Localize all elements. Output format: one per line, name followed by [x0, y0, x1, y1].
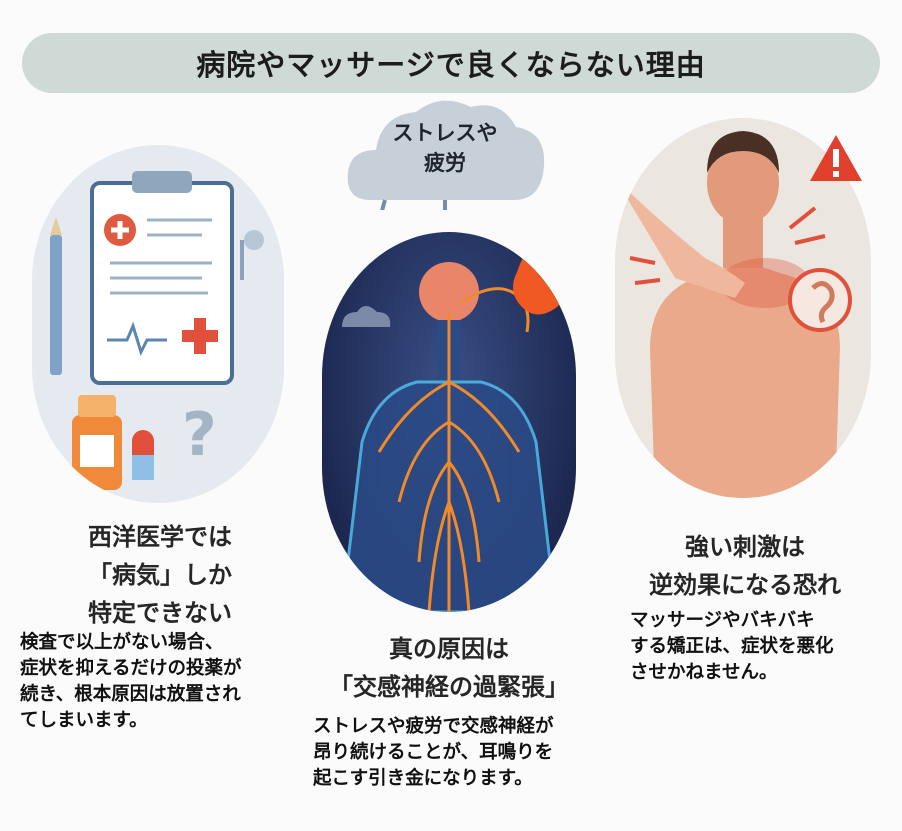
middle-body: ストレスや疲労で交感神経が 昂り続けることが、耳鳴りを 起こす引き金になります。 — [313, 714, 554, 792]
left-heading-line: 「病気」しか — [88, 561, 232, 589]
left-body: 検査で以上がない場合、 症状を抑えるだけの投薬が 続き、根本原因は放置され てし… — [20, 630, 241, 734]
middle-heading-line: 真の原因は — [389, 635, 509, 663]
middle-heading-line: 「交感神経の過緊張」 — [329, 673, 569, 701]
right-body-line: マッサージやバキバキ — [630, 610, 815, 631]
warning-icon — [810, 135, 862, 181]
back-massage-icon — [615, 131, 852, 498]
left-body-line: てしまいます。 — [20, 710, 148, 731]
nervous-system-icon — [340, 232, 566, 612]
stress-cloud — [345, 90, 545, 210]
massage-illustration — [615, 118, 871, 498]
cloud-label: ストレスや 疲労 — [345, 118, 545, 178]
right-body-line: する矯正は、症状を悪化 — [630, 636, 834, 657]
right-body-line: させかねません。 — [630, 662, 778, 683]
left-heading-line: 特定できない — [88, 599, 232, 627]
right-heading: 強い刺激は 逆効果になる恐れ — [630, 528, 860, 604]
medical-illustration: ? — [32, 145, 284, 503]
middle-body-line: ストレスや疲労で交感神経が — [313, 716, 554, 737]
right-heading-line: 強い刺激は — [685, 533, 805, 561]
middle-body-line: 昂り続けることが、耳鳴りを — [313, 742, 554, 763]
right-heading-line: 逆効果になる恐れ — [649, 571, 841, 599]
middle-body-line: 起こす引き金になります。 — [313, 768, 533, 789]
svg-text:?: ? — [182, 400, 217, 470]
nervous-system-illustration — [322, 232, 576, 612]
cloud-label-line: 疲労 — [424, 151, 466, 175]
page-title: 病院やマッサージで良くならない理由 — [22, 33, 880, 93]
right-body: マッサージやバキバキ する矯正は、症状を悪化 させかねません。 — [630, 608, 834, 686]
cloud-icon — [347, 100, 545, 210]
clipboard-icon: ? — [50, 171, 264, 490]
left-heading: 西洋医学では 「病気」しか 特定できない — [60, 518, 260, 632]
left-body-line: 症状を抑えるだけの投薬が — [20, 658, 242, 679]
middle-heading: 真の原因は 「交感神経の過緊張」 — [318, 630, 580, 706]
left-body-line: 続き、根本原因は放置され — [20, 684, 241, 705]
left-body-line: 検査で以上がない場合、 — [20, 632, 224, 653]
cloud-label-line: ストレスや — [392, 121, 498, 145]
left-heading-line: 西洋医学では — [88, 523, 232, 551]
